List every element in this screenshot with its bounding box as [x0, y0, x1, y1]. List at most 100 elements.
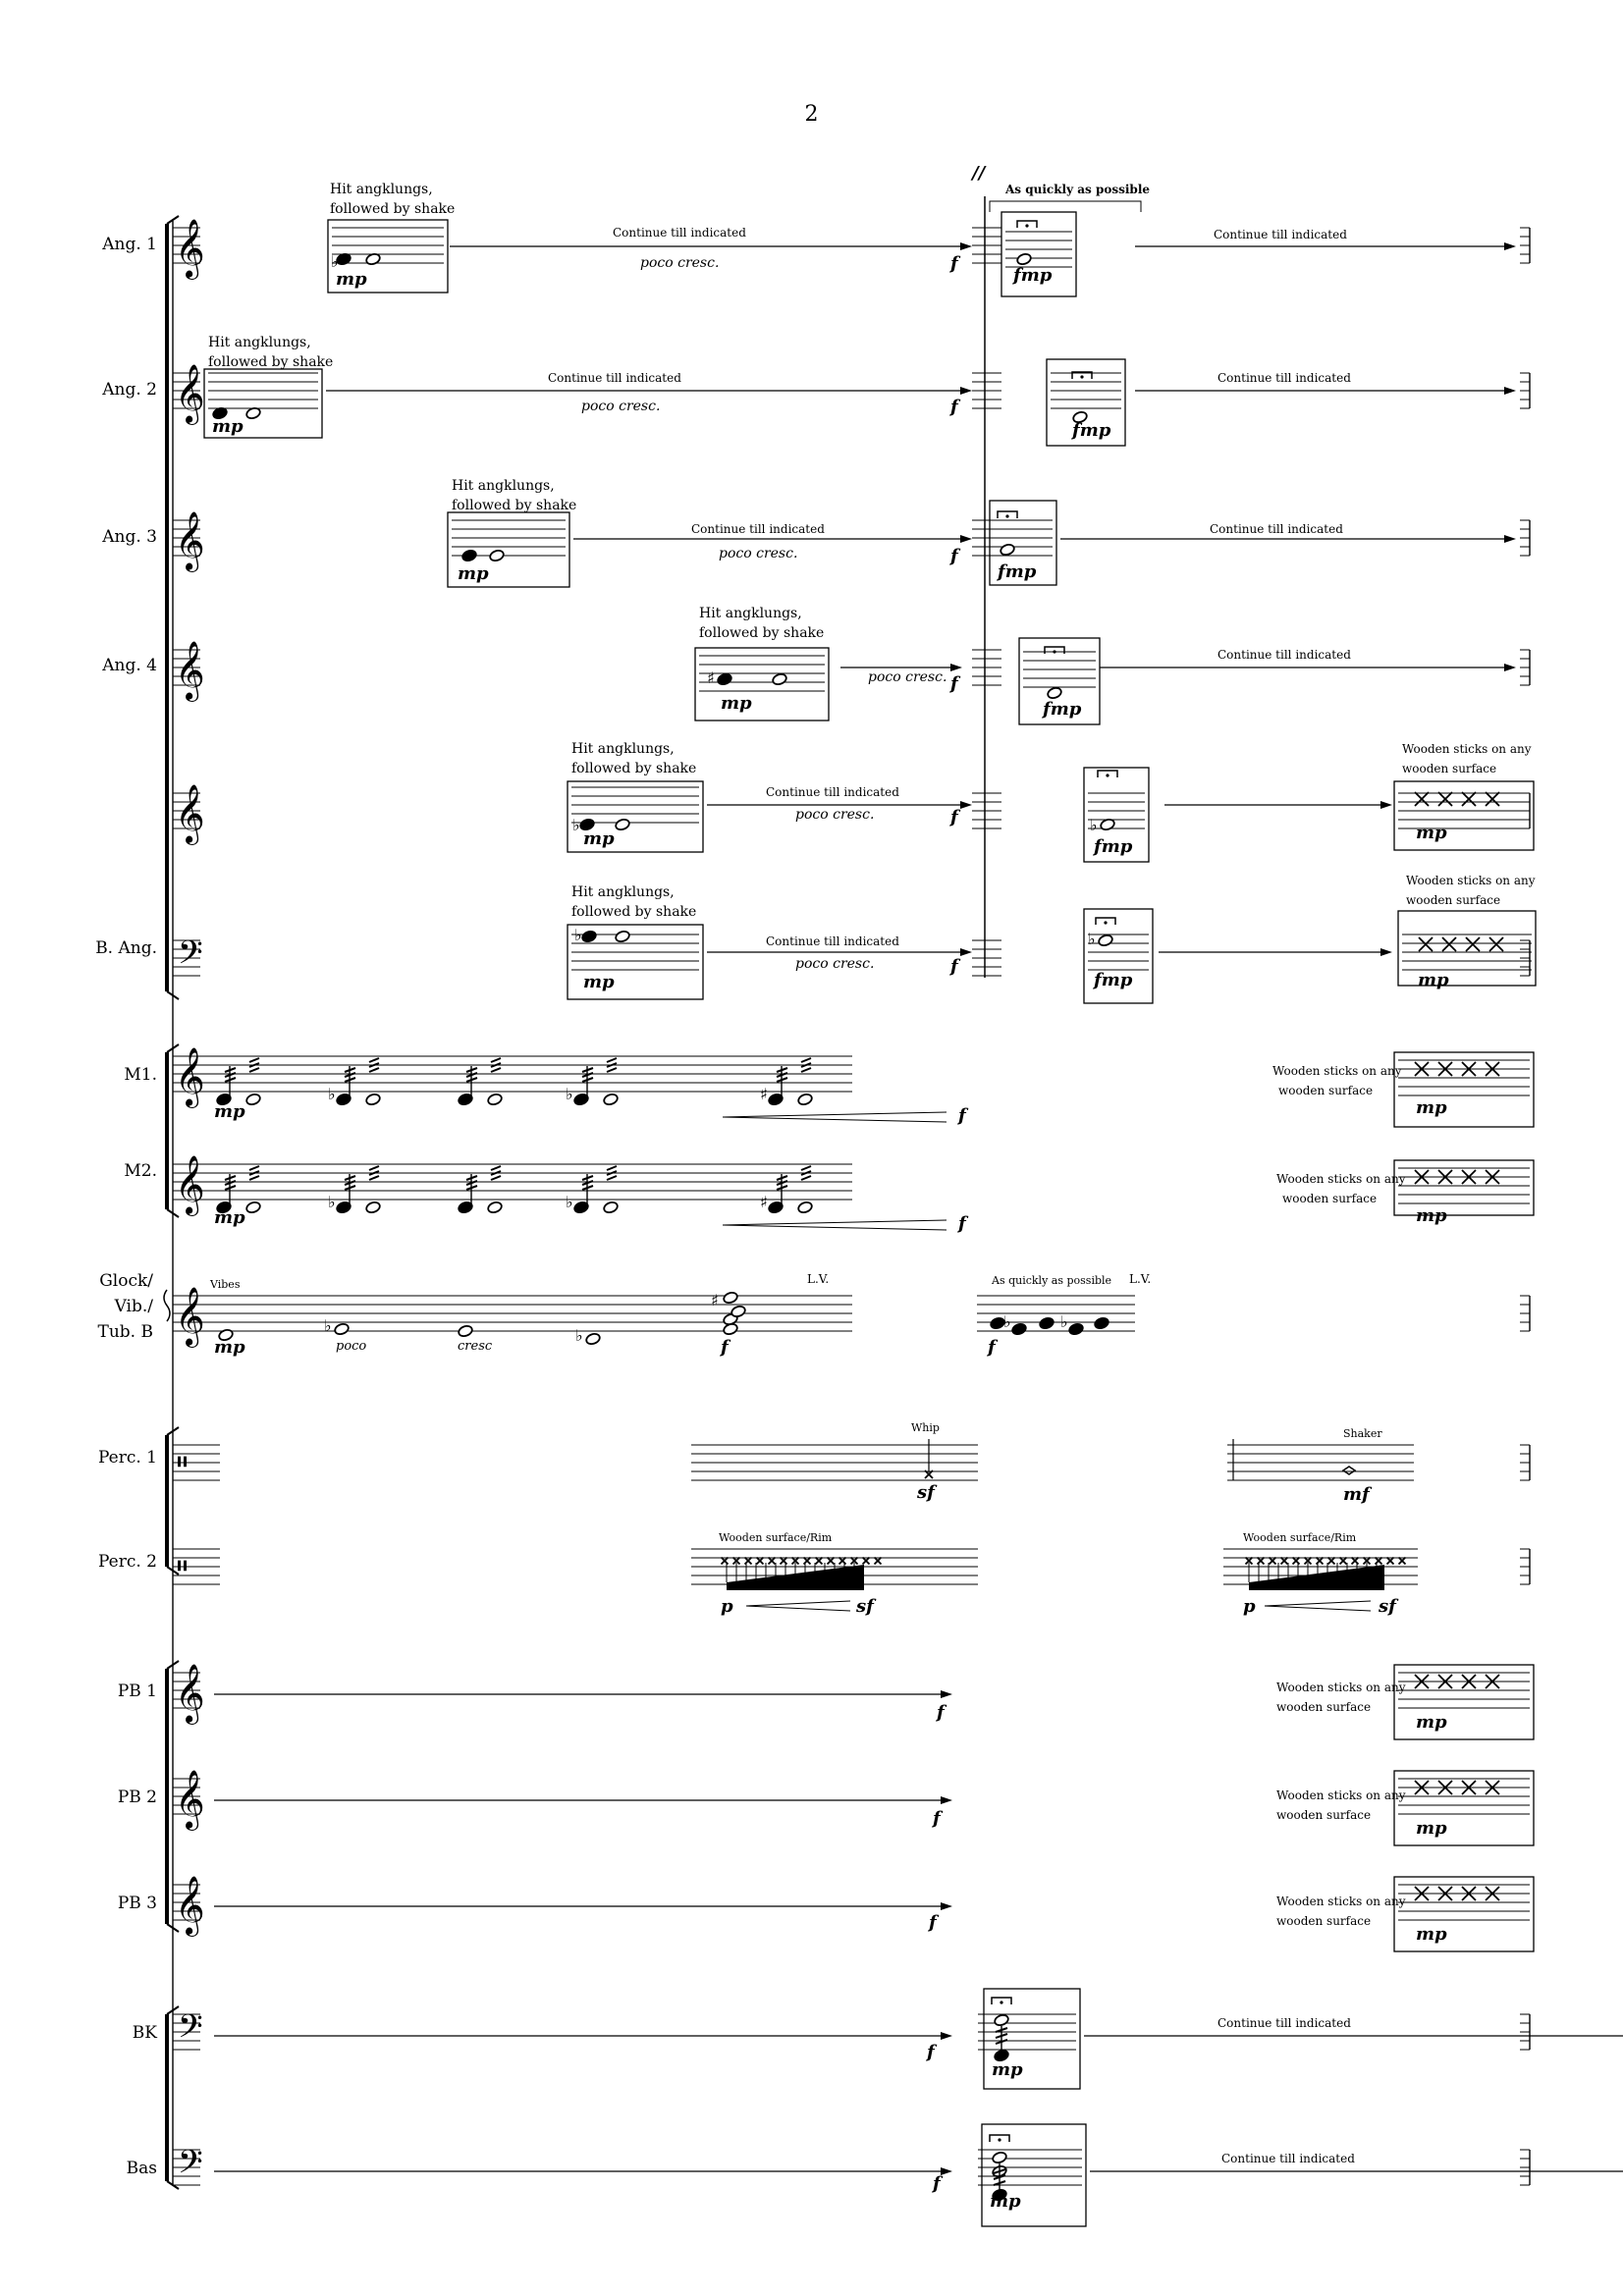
treble-clef-icon: 𝄞	[175, 511, 205, 572]
arrowhead	[960, 387, 972, 395]
instrument-name-tubb: Tub. B	[97, 1322, 153, 1342]
x-notehead	[1397, 1556, 1407, 1566]
tremolo	[490, 1175, 502, 1181]
open-note	[585, 1332, 601, 1346]
tremolo	[248, 1067, 260, 1073]
ang1-continue-label-2: Continue till indicated	[1214, 228, 1347, 241]
fermata-dot	[1104, 921, 1108, 925]
m-hairpin	[722, 1224, 947, 1231]
x-notehead	[720, 1556, 730, 1566]
bang-wooden-2: wooden surface	[1406, 893, 1501, 907]
tremolo	[490, 1067, 502, 1073]
x-notehead	[1485, 1674, 1500, 1689]
staff5-continue-label: Continue till indicated	[766, 785, 899, 799]
bass-clef-icon: 𝄢	[178, 2008, 203, 2054]
open-note	[245, 1201, 261, 1214]
tremolo	[995, 2039, 1008, 2045]
x-notehead	[1414, 791, 1430, 807]
tremolo	[490, 1170, 502, 1176]
ang4-hit-label: Hit angklungs,	[699, 606, 802, 621]
perc1-dynamic-sf: sf	[917, 1482, 935, 1503]
treble-clef-icon: 𝄞	[175, 1770, 205, 1831]
filled-note	[992, 2188, 1007, 2202]
tremolo	[344, 1072, 356, 1078]
perc2-dynamic-sf-2: sf	[1379, 1596, 1396, 1617]
pb1-wooden-1: Wooden sticks on any	[1276, 1681, 1406, 1694]
fermata-dot	[1025, 224, 1029, 228]
tremolo	[606, 1165, 618, 1171]
pb3-wooden-2: wooden surface	[1276, 1914, 1372, 1928]
open-note	[730, 1305, 746, 1318]
open-note	[365, 1093, 381, 1106]
m2-wooden-1: Wooden sticks on any	[1276, 1172, 1406, 1186]
x-notehead	[731, 1556, 741, 1566]
page-number: 2	[804, 102, 819, 127]
pb1-dynamic-f: f	[937, 1702, 945, 1723]
open-note	[334, 1322, 350, 1336]
open-note	[245, 406, 261, 420]
open-note	[723, 1291, 738, 1305]
arrowhead	[960, 242, 972, 250]
ang3-hit-label: Hit angklungs,	[452, 478, 555, 494]
fermata-dot	[1000, 2001, 1003, 2004]
filled-note	[1068, 1322, 1084, 1336]
x-notehead	[755, 1556, 765, 1566]
open-note	[1098, 934, 1113, 947]
flat-sign: ♭	[566, 1085, 573, 1103]
bracket-cap	[166, 1208, 180, 1218]
ang2-dynamic-fmp: fmp	[1072, 420, 1111, 441]
flat-sign: ♭	[1088, 930, 1096, 948]
perc2-hairpin-2	[1264, 1600, 1372, 1607]
gvt-cresc: cresc	[458, 1339, 493, 1354]
gvt-poco: poco	[336, 1339, 367, 1354]
filled-note	[461, 549, 477, 562]
x-notehead	[1268, 1556, 1277, 1566]
tremolo	[993, 2174, 1006, 2180]
x-notehead	[1441, 936, 1457, 952]
tremolo	[224, 1185, 237, 1191]
x-notehead	[1465, 936, 1481, 952]
instrument-name-perc2: Perc. 2	[97, 1552, 157, 1572]
bk-box	[983, 1988, 1081, 2090]
bracket-cap	[166, 990, 180, 1000]
staff5-dynamic-mp-2: mp	[1416, 823, 1447, 843]
x-notehead	[1485, 1169, 1500, 1185]
ang2-poco-cresc: poco cresc.	[581, 399, 661, 414]
x-notehead	[1414, 1169, 1430, 1185]
staff5-wooden-2: wooden surface	[1402, 762, 1497, 775]
pb-wood-box	[1393, 1664, 1535, 1740]
tremolo	[465, 1067, 478, 1073]
bang-box	[567, 924, 704, 1000]
as-quickly-heading: As quickly as possible	[1005, 183, 1151, 196]
treble-clef-icon: 𝄞	[175, 1155, 205, 1216]
tremolo	[224, 1180, 237, 1186]
filled-note	[1011, 1322, 1027, 1336]
bass-clef-icon: 𝄢	[178, 2144, 203, 2189]
bk-dynamic-mp: mp	[992, 2059, 1023, 2080]
perc1-dynamic-mf: mf	[1343, 1484, 1370, 1505]
m-hairpin	[722, 1111, 947, 1118]
diamond-notehead	[1341, 1466, 1357, 1475]
bracket-cap	[166, 1043, 180, 1053]
bas-continue-label: Continue till indicated	[1221, 2152, 1355, 2165]
tremolo	[368, 1067, 380, 1073]
pb2-dynamic-f: f	[933, 1808, 941, 1829]
x-notehead	[814, 1556, 824, 1566]
treble-clef-icon: 𝄞	[175, 1664, 205, 1725]
m2-wooden-2: wooden surface	[1282, 1192, 1378, 1205]
perc2-dynamic-p-2: p	[1243, 1596, 1256, 1617]
flat-sign: ♭	[1003, 1312, 1011, 1331]
tremolo	[368, 1062, 380, 1068]
x-notehead	[767, 1556, 777, 1566]
ang1-dynamic-mp: mp	[336, 269, 367, 290]
tremolo	[465, 1185, 478, 1191]
tremolo	[344, 1175, 356, 1181]
tremolo	[490, 1057, 502, 1063]
ang1-poco-cresc: poco cresc.	[640, 255, 720, 271]
flat-sign: ♭	[328, 1193, 336, 1211]
x-notehead	[1350, 1556, 1360, 1566]
ang4-box	[694, 647, 830, 721]
tremolo	[606, 1067, 618, 1073]
bracket-cap	[166, 1566, 180, 1575]
